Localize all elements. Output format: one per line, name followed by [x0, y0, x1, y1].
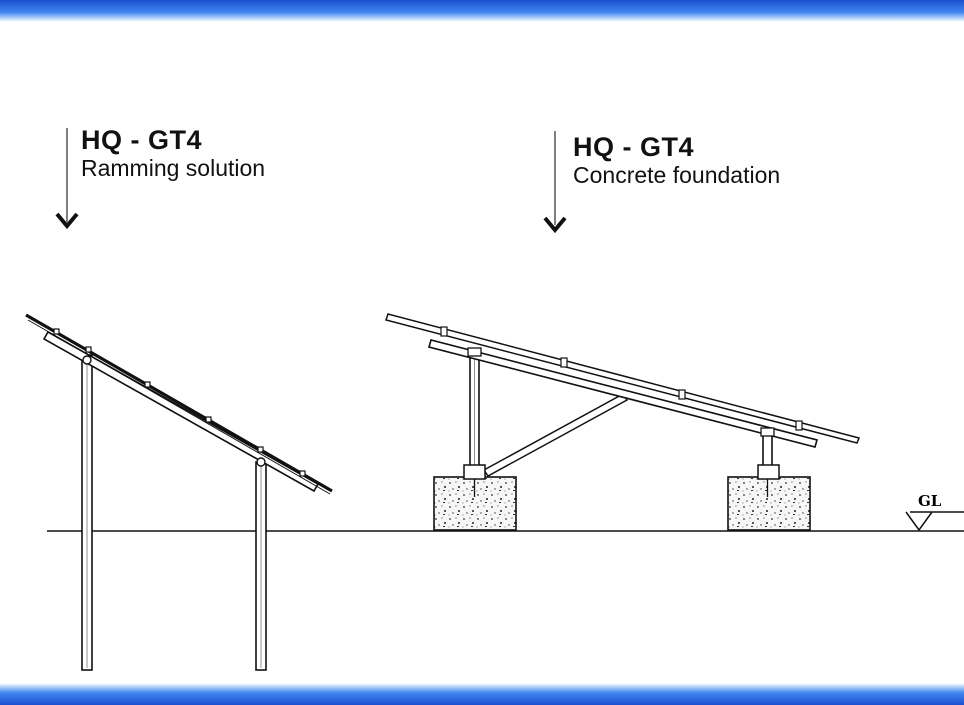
concrete-structure: [385, 313, 861, 531]
concrete-caption: HQ - GT4 Concrete foundation: [573, 132, 780, 188]
ramming-title: HQ - GT4: [81, 125, 203, 155]
left-arrow-icon: [55, 128, 79, 230]
concrete-rafter: [428, 339, 818, 448]
ramming-structure: [25, 313, 333, 671]
ramming-module-rail: [25, 313, 333, 493]
top-blue-band: [0, 0, 964, 22]
right-arrow-icon: [543, 131, 567, 234]
bottom-blue-band: [0, 683, 964, 705]
diagonal-brace: [482, 393, 629, 477]
concrete-module-rail: [385, 313, 861, 444]
concrete-subtitle: Concrete foundation: [573, 162, 781, 188]
ground-level-marker: GL: [905, 492, 964, 532]
rear-concrete-block: [727, 476, 811, 531]
rear-ram-pile: [255, 461, 267, 671]
front-ram-pile: [81, 354, 93, 671]
concrete-title: HQ - GT4: [573, 132, 695, 162]
ramming-caption: HQ - GT4 Ramming solution: [81, 125, 265, 181]
ground-level-label: GL: [918, 492, 942, 510]
ramming-subtitle: Ramming solution: [81, 155, 266, 181]
